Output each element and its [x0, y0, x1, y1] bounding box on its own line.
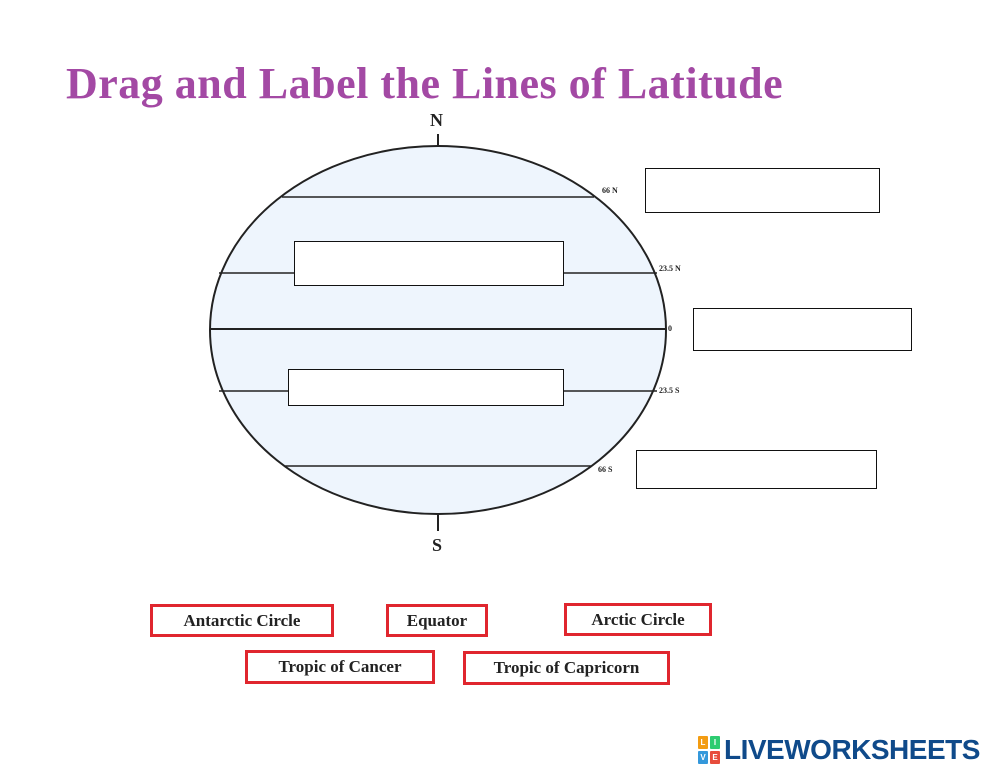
- logo-letter: E: [710, 751, 720, 764]
- latitude-label-0: 0: [668, 324, 672, 333]
- south-label: S: [432, 535, 443, 555]
- drop-zone-capricorn[interactable]: [288, 369, 564, 406]
- liveworksheets-logo: L I V E LIVEWORKSHEETS: [698, 735, 980, 765]
- logo-letter: I: [710, 736, 720, 749]
- tile-tropic-of-capricorn[interactable]: Tropic of Capricorn: [463, 651, 670, 685]
- logo-mark-icon: L I V E: [698, 736, 720, 764]
- tile-arctic-circle[interactable]: Arctic Circle: [564, 603, 712, 636]
- logo-text: LIVEWORKSHEETS: [724, 734, 980, 765]
- tile-tropic-of-cancer[interactable]: Tropic of Cancer: [245, 650, 435, 684]
- tile-equator[interactable]: Equator: [386, 604, 488, 637]
- drop-zone-cancer[interactable]: [294, 241, 564, 286]
- logo-letter: V: [698, 751, 708, 764]
- latitude-label-23s: 23.5 S: [659, 386, 680, 395]
- drop-zone-equator[interactable]: [693, 308, 912, 351]
- latitude-label-23n: 23.5 N: [659, 264, 681, 273]
- latitude-label-66n: 66 N: [602, 186, 618, 195]
- latitude-label-66s: 66 S: [598, 465, 613, 474]
- north-label: N: [430, 110, 443, 130]
- drop-zone-arctic[interactable]: [645, 168, 880, 213]
- tile-antarctic-circle[interactable]: Antarctic Circle: [150, 604, 334, 637]
- page-title: Drag and Label the Lines of Latitude: [66, 59, 784, 108]
- drop-zone-antarctic[interactable]: [636, 450, 877, 489]
- logo-letter: L: [698, 736, 708, 749]
